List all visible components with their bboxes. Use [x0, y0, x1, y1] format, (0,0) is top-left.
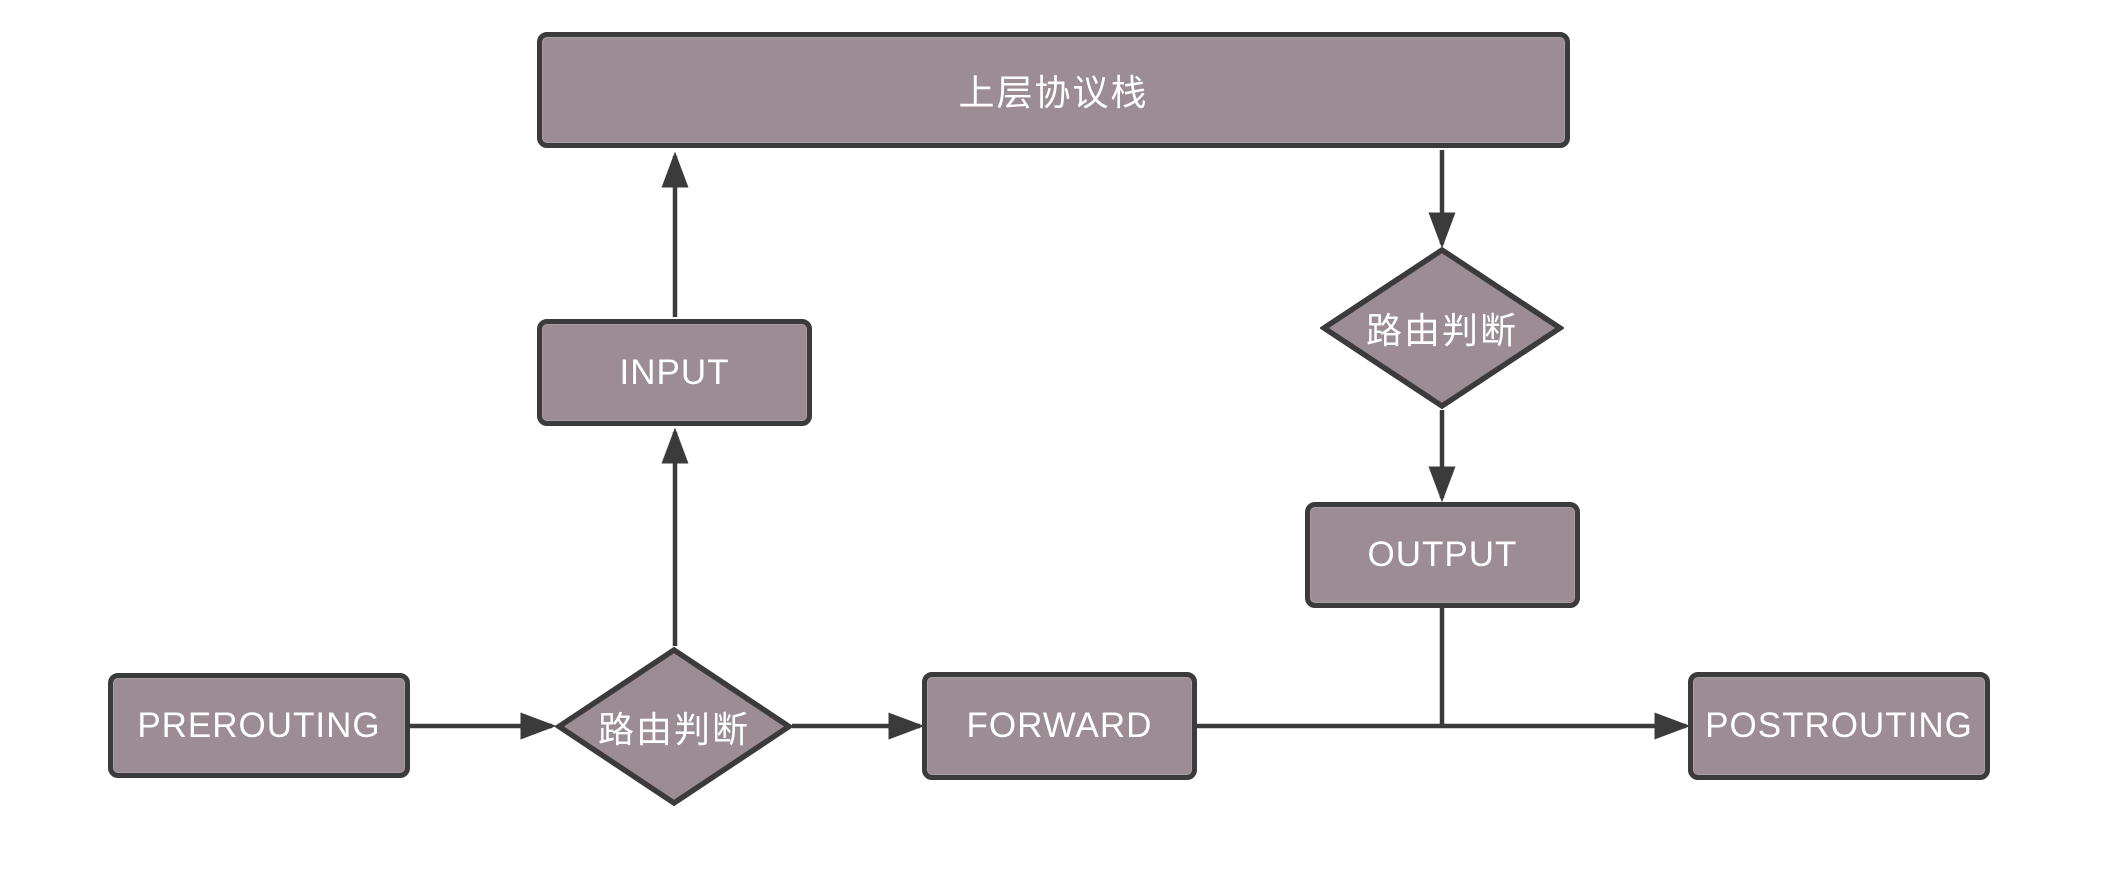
node-route-decision-top-label: 路由判断: [1365, 310, 1518, 351]
node-postrouting[interactable]: POSTROUTING: [1688, 672, 1990, 780]
node-upper-protocol-stack[interactable]: 上层协议栈: [537, 32, 1570, 148]
node-route-decision-top[interactable]: 路由判断: [1320, 246, 1564, 410]
node-prerouting-label: PREROUTING: [137, 705, 381, 745]
node-prerouting[interactable]: PREROUTING: [108, 673, 410, 778]
node-route-decision-bottom-label: 路由判断: [597, 708, 750, 750]
node-output[interactable]: OUTPUT: [1305, 502, 1580, 608]
diamond-shape: [555, 646, 793, 807]
node-postrouting-label: POSTROUTING: [1705, 706, 1973, 745]
node-upper-protocol-stack-label: 上层协议栈: [958, 72, 1149, 113]
node-forward-label: FORWARD: [966, 706, 1153, 745]
diamond-shape: [1320, 246, 1564, 410]
node-forward[interactable]: FORWARD: [922, 672, 1197, 780]
node-route-decision-bottom[interactable]: 路由判断: [555, 646, 793, 807]
node-input[interactable]: INPUT: [537, 319, 812, 426]
node-output-label: OUTPUT: [1367, 535, 1518, 574]
node-input-label: INPUT: [619, 352, 730, 392]
